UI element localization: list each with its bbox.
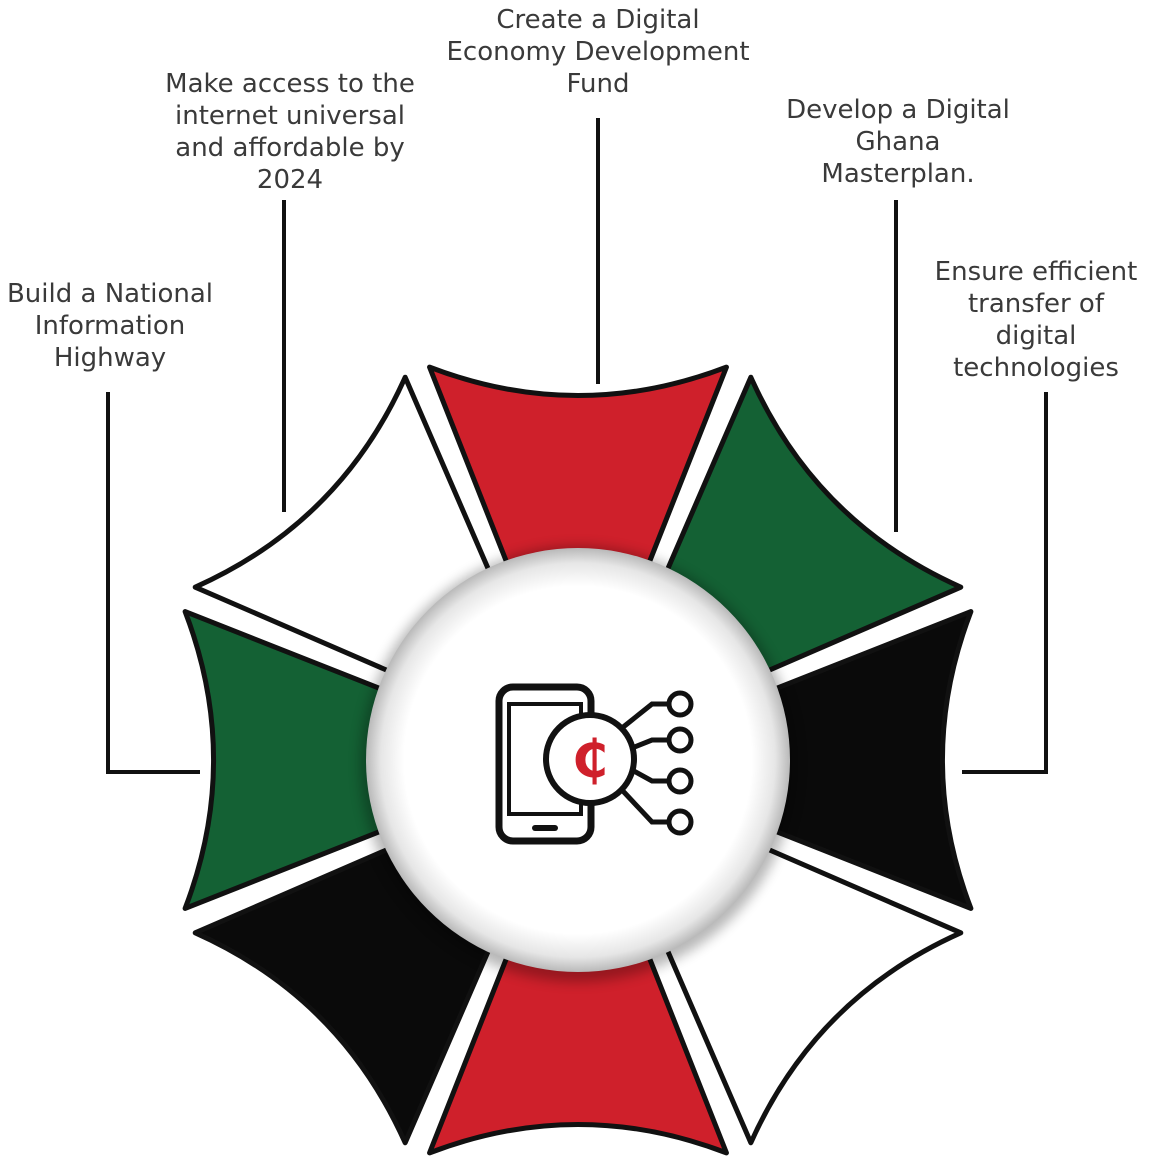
connector-digital-technology-transfer [962, 392, 1048, 774]
callout-line: 2024 [256, 165, 324, 195]
network-link-icon [630, 767, 669, 784]
callout-line: and affordable by [175, 133, 405, 163]
cedi-symbol: ₵ [572, 730, 608, 790]
callout-line: Create a Digital [496, 5, 700, 35]
callout-digital-ghana-masterplan: Develop a Digital Ghana Masterplan. [786, 94, 1010, 190]
callout-line: Build a National [6, 279, 214, 309]
connector-national-information-highway [106, 392, 200, 774]
callout-line: Fund [566, 69, 630, 99]
phone-button-icon [532, 825, 558, 831]
network-link-icon [620, 788, 669, 825]
callout-line: Information [34, 311, 186, 341]
callout-line: Ensure efficient [934, 257, 1138, 287]
callout-line: technologies [953, 353, 1119, 383]
network-node-icon [666, 808, 694, 836]
callout-national-information-highway: Build a National Information Highway [7, 278, 213, 374]
callout-line: Develop a Digital [786, 95, 1010, 125]
callout-line: Highway [53, 343, 167, 373]
callout-digital-technology-transfer: Ensure efficient transfer of digital tec… [935, 256, 1138, 384]
mobile-money-network-icon: ₵ [495, 683, 694, 845]
coin-circle-icon [543, 712, 637, 806]
wheel-segment-top [427, 364, 729, 643]
network-node-icon [666, 726, 694, 754]
callout-line: Economy Development [446, 37, 750, 67]
wheel-segment-bottom [427, 877, 729, 1156]
network-link-icon [631, 737, 669, 751]
network-node-icon [666, 690, 694, 718]
callout-line: Ghana [855, 127, 941, 157]
wheel-segment-left [182, 609, 461, 911]
callout-digital-economy-fund: Create a Digital Economy Development Fun… [446, 4, 749, 100]
callout-line: Masterplan. [821, 159, 975, 189]
callout-line: digital [995, 321, 1077, 351]
callout-line: Make access to the [165, 69, 415, 99]
callout-universal-internet-access: Make access to the internet universal an… [165, 68, 415, 196]
network-node-icon [666, 767, 694, 795]
callout-line: transfer of [967, 289, 1105, 319]
wheel-segment-right [695, 609, 974, 911]
network-link-icon [620, 701, 669, 730]
callout-line: internet universal [174, 101, 406, 131]
